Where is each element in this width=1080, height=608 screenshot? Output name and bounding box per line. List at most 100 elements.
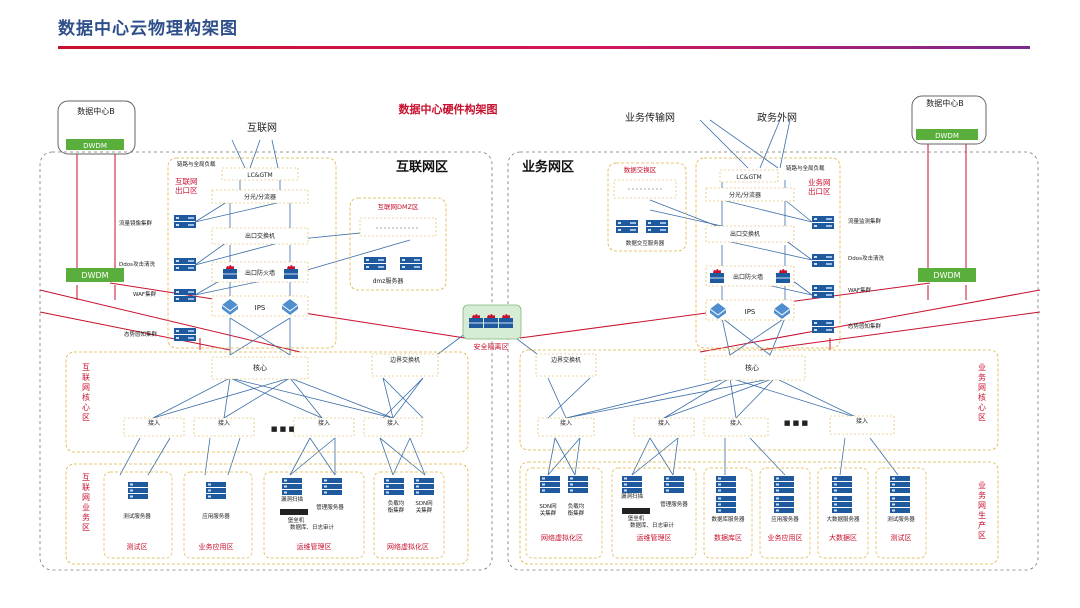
biz-core-zone: 业务网核心区 边界交换机 核心 接入 接入 接入 ■ ■ ■ 接入 bbox=[519, 349, 999, 451]
left-netvirt-zone: 网络虚拟化区 bbox=[387, 542, 429, 551]
internet-egress-zone: 链路与全局负载 互联网 出口区 LC&GTM 分光/分流器 出口交换机 出口防火… bbox=[119, 157, 337, 349]
right-lb-cluster-icon bbox=[568, 476, 588, 493]
internet-situation-icon bbox=[174, 328, 196, 341]
biz-production-zone: 业务网生产区 SDN网关集群 负载均衡集群 网络虚拟化区 漏洞扫描 管理服务器 … bbox=[519, 461, 999, 565]
right-netvirt-zone: 网络虚拟化区 bbox=[541, 533, 583, 542]
left-app-server-label: 应用服务器 bbox=[202, 512, 230, 520]
internet-side-label-4: 态势感知集群 bbox=[124, 330, 158, 338]
biz-transport-cloud: 业务传输网 bbox=[625, 111, 675, 124]
left-sdn-gw-label: SDN网关集群 bbox=[415, 500, 433, 514]
biz-egress-label-line2: 出口区 bbox=[808, 186, 831, 196]
internet-service-vlabel: 互联网业务区 bbox=[82, 473, 90, 532]
right-bastion-icon bbox=[622, 508, 650, 514]
internet-zone-title: 互联网区 bbox=[396, 160, 448, 175]
internet-egress-label-line2: 出口区 bbox=[175, 185, 198, 195]
right-lb-cluster-label: 负载均衡集群 bbox=[568, 502, 585, 517]
left-test-server-icon bbox=[128, 482, 148, 499]
right-vuln-scan-label: 漏洞扫描 bbox=[621, 492, 644, 500]
right-test-server-2-icon bbox=[890, 496, 910, 513]
biz-side-label-3: WAF集群 bbox=[848, 286, 872, 294]
internet-access-ellipsis: ■ ■ ■ bbox=[271, 425, 295, 433]
left-dc-dwdm: DWDM bbox=[83, 142, 107, 150]
internet-side-label-1: 流量镜像集群 bbox=[119, 219, 153, 227]
internet-egress-label-line1: 互联网 bbox=[175, 177, 198, 186]
left-mgmt-server-label: 管理服务器 bbox=[316, 503, 344, 511]
left-bastion-label: 堡垒机数据库、日志审计 bbox=[288, 516, 335, 531]
right-db-server-label: 数据库服务器 bbox=[711, 515, 745, 523]
biz-access-ellipsis: ■ ■ ■ bbox=[784, 419, 808, 427]
dmz-server-2-icon bbox=[400, 257, 422, 270]
biz-core-vlabel: 业务网核心区 bbox=[978, 362, 986, 422]
right-bigdata-zone: 大数据区 bbox=[829, 533, 857, 542]
left-ops-zone: 运维管理区 bbox=[297, 542, 332, 551]
dwdm-right-box bbox=[918, 268, 976, 282]
exchange-server-1-icon bbox=[616, 220, 638, 233]
left-sdn-gw-icon bbox=[414, 478, 434, 495]
right-dc-dwdm-box bbox=[916, 129, 978, 140]
internet-lc-gtm: LC&GTM bbox=[247, 172, 273, 179]
right-mgmt-server-label: 管理服务器 bbox=[660, 500, 688, 508]
left-dc-label: 数据中心B bbox=[77, 106, 115, 116]
left-vuln-scan-icon bbox=[282, 478, 302, 495]
internet-access-3: 接入 bbox=[318, 419, 330, 427]
biz-lc-gtm: LC&GTM bbox=[736, 174, 762, 181]
right-dc-label: 数据中心B bbox=[926, 98, 964, 108]
biz-border-switch: 边界交换机 bbox=[551, 356, 581, 364]
internet-cloud: 互联网 bbox=[247, 122, 277, 134]
right-test-server-icon bbox=[890, 476, 910, 493]
internet-side-label-3: WAF集群 bbox=[133, 290, 157, 298]
internet-access-2: 接入 bbox=[218, 419, 230, 427]
left-app-server-icon bbox=[206, 482, 226, 499]
internet-access-4: 接入 bbox=[387, 419, 399, 427]
right-app-server-2-icon bbox=[774, 496, 794, 513]
internet-egress-label: 互联网 出口区 bbox=[175, 177, 200, 195]
right-ops-zone: 运维管理区 bbox=[637, 533, 672, 542]
biz-production-vlabel: 业务网生产区 bbox=[978, 480, 986, 540]
slide-title: 数据中心云物理构架图 bbox=[58, 19, 238, 39]
left-test-zone: 测试区 bbox=[127, 542, 148, 551]
biz-side-label-4: 态势感知集群 bbox=[848, 322, 882, 330]
exchange-server-label: 数据交互服务器 bbox=[626, 239, 665, 247]
biz-access-4: 接入 bbox=[856, 417, 868, 425]
internet-service-zone: 互联网业务区 测试服务器 测试区 应用服务器 业务应用区 漏洞扫描 管理服务器 … bbox=[65, 463, 469, 565]
biz-splitter: 分光/分流器 bbox=[729, 191, 761, 199]
right-test-zone: 测试区 bbox=[891, 533, 912, 542]
biz-ddos-icon bbox=[812, 254, 834, 267]
internet-ddos-icon bbox=[174, 258, 196, 271]
right-dc-dwdm: DWDM bbox=[935, 132, 959, 140]
right-db-zone: 数据库区 bbox=[714, 533, 742, 542]
left-test-server-label: 测试服务器 bbox=[123, 512, 151, 520]
left-dc-dwdm-box bbox=[66, 139, 124, 150]
right-datacenter-b: 数据中心B DWDM bbox=[911, 95, 987, 145]
biz-access-3: 接入 bbox=[730, 419, 742, 427]
right-bastion-label: 堡垒机数据库、日志审计 bbox=[628, 514, 675, 529]
internet-border-switch: 边界交换机 bbox=[390, 356, 420, 364]
internet-egress-switch: 出口交换机 bbox=[245, 232, 275, 240]
biz-zone-outline bbox=[507, 151, 1039, 571]
biz-egress-fw: 出口防火墙 bbox=[733, 273, 763, 281]
dwdm-left-box bbox=[66, 268, 124, 282]
internet-core-node: 核心 bbox=[253, 363, 267, 372]
dwdm-right: DWDM bbox=[933, 271, 960, 280]
biz-egress-label: 业务网 出口区 bbox=[808, 177, 833, 196]
diagram-title: 数据中心硬件构架图 bbox=[399, 102, 498, 116]
left-vuln-scan-label: 漏洞扫描 bbox=[281, 495, 304, 503]
internet-core-vlabel: 互联网核心区 bbox=[82, 363, 90, 422]
internet-zone-outline bbox=[39, 151, 493, 571]
exchange-title: 数据交换区 bbox=[624, 165, 657, 174]
right-db-server-2-icon bbox=[716, 496, 736, 513]
dmz-title: 互联网DMZ区 bbox=[377, 202, 419, 211]
left-lb-cluster-icon bbox=[384, 478, 404, 495]
security-isolation-zone: 安全隔离区 bbox=[462, 304, 522, 351]
left-lb-cluster-label: 负载均衡集群 bbox=[388, 499, 405, 514]
biz-situation-icon bbox=[812, 320, 834, 333]
biz-side-label-2: Ddos攻击清洗 bbox=[848, 254, 884, 262]
dmz-server-1-icon bbox=[364, 257, 386, 270]
right-app-server-icon bbox=[774, 476, 794, 493]
internet-side-label-2: Ddos攻击清洗 bbox=[119, 260, 155, 268]
biz-lb-label: 链路与全局负载 bbox=[786, 164, 825, 172]
right-db-server-icon bbox=[716, 476, 736, 493]
biz-traffic-monitor-icon bbox=[812, 216, 834, 229]
biz-egress-label-line1: 业务网 bbox=[808, 177, 831, 187]
